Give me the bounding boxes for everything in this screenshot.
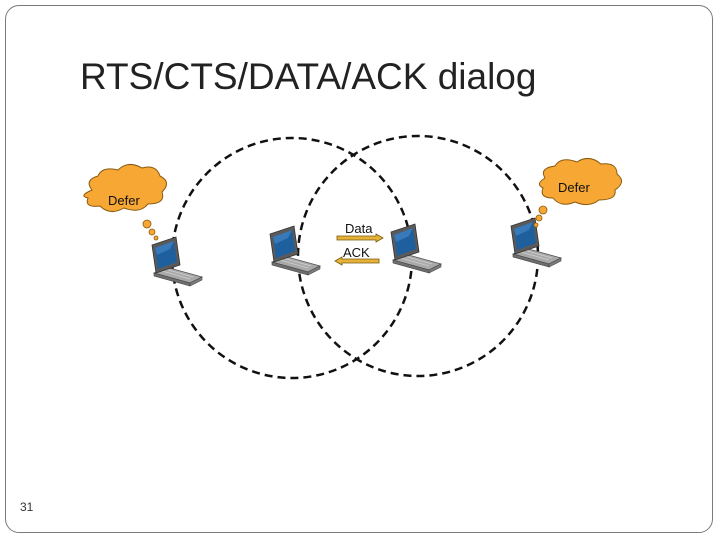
ack-label: ACK [343, 245, 370, 260]
laptop-2-icon [269, 225, 321, 276]
laptop-3-icon [390, 223, 442, 274]
slide-title: RTS/CTS/DATA/ACK dialog [80, 56, 537, 97]
laptop-1-icon [151, 236, 203, 287]
data-arrow: Data [336, 221, 384, 243]
right-defer-label: Defer [558, 180, 590, 195]
ack-arrow: ACK [334, 245, 380, 266]
right-range-circle [296, 134, 540, 378]
data-label: Data [345, 221, 373, 236]
left-defer-bubble: Defer [83, 164, 167, 241]
page-number: 31 [20, 500, 34, 514]
slide-frame [5, 5, 713, 533]
right-defer-bubble: Defer [533, 158, 622, 228]
left-defer-label: Defer [108, 193, 140, 208]
